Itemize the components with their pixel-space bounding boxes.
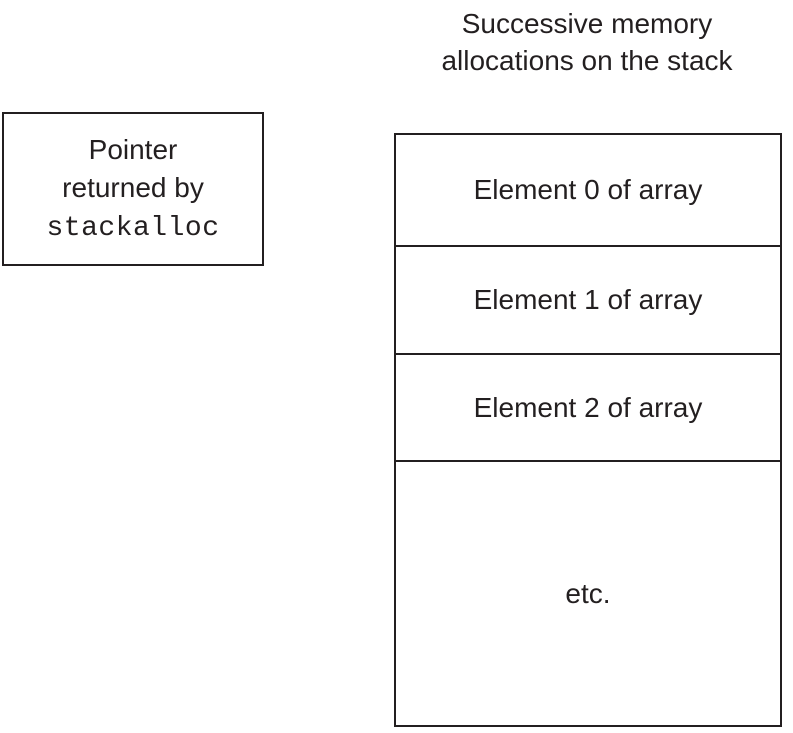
stack-cell-element-2: Element 2 of array [396,353,780,460]
stack-cell-label: Element 2 of array [473,391,703,423]
stack-cell-label: etc. [565,577,611,609]
stack-cell-label: Element 0 of array [473,174,703,205]
stack-cell-element-1: Element 1 of array [396,245,780,353]
stack-cell-etc: etc. [396,460,780,725]
stackalloc-code: stackalloc [46,212,220,244]
stack-cell-element-0: Element 0 of array [396,135,780,245]
pointer-box-label: Pointer returned by stackalloc [41,131,226,248]
pointer-box: Pointer returned by stackalloc [2,112,264,266]
stack-title: Successive memory allocations on the sta… [441,8,733,76]
stack-cell-label: Element 1 of array [473,284,703,315]
pointer-box-text: Pointer returned by [62,133,204,203]
stack-box: Element 0 of array Element 1 of array El… [394,133,782,727]
